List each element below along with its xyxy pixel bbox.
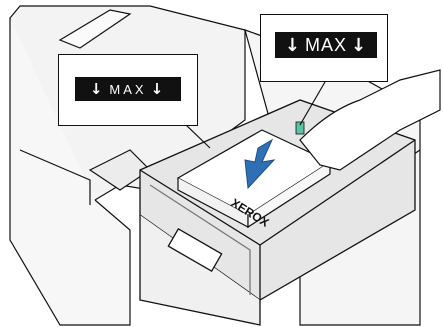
down-arrow-icon: ↓	[351, 35, 367, 56]
guide-tab	[296, 122, 304, 134]
max-fill-callout-left: ↓ MAX ↓	[58, 54, 198, 126]
max-text-right: MAX	[305, 35, 347, 56]
max-fill-callout-right: ↓ MAX ↓	[260, 14, 388, 82]
down-arrow-icon: ↓	[90, 80, 106, 98]
max-fill-label-right: ↓ MAX ↓	[275, 32, 377, 58]
max-text-left: MAX	[109, 82, 146, 97]
down-arrow-icon: ↓	[285, 35, 301, 56]
down-arrow-icon: ↓	[151, 80, 167, 98]
max-fill-label-left: ↓ MAX ↓	[75, 77, 181, 101]
